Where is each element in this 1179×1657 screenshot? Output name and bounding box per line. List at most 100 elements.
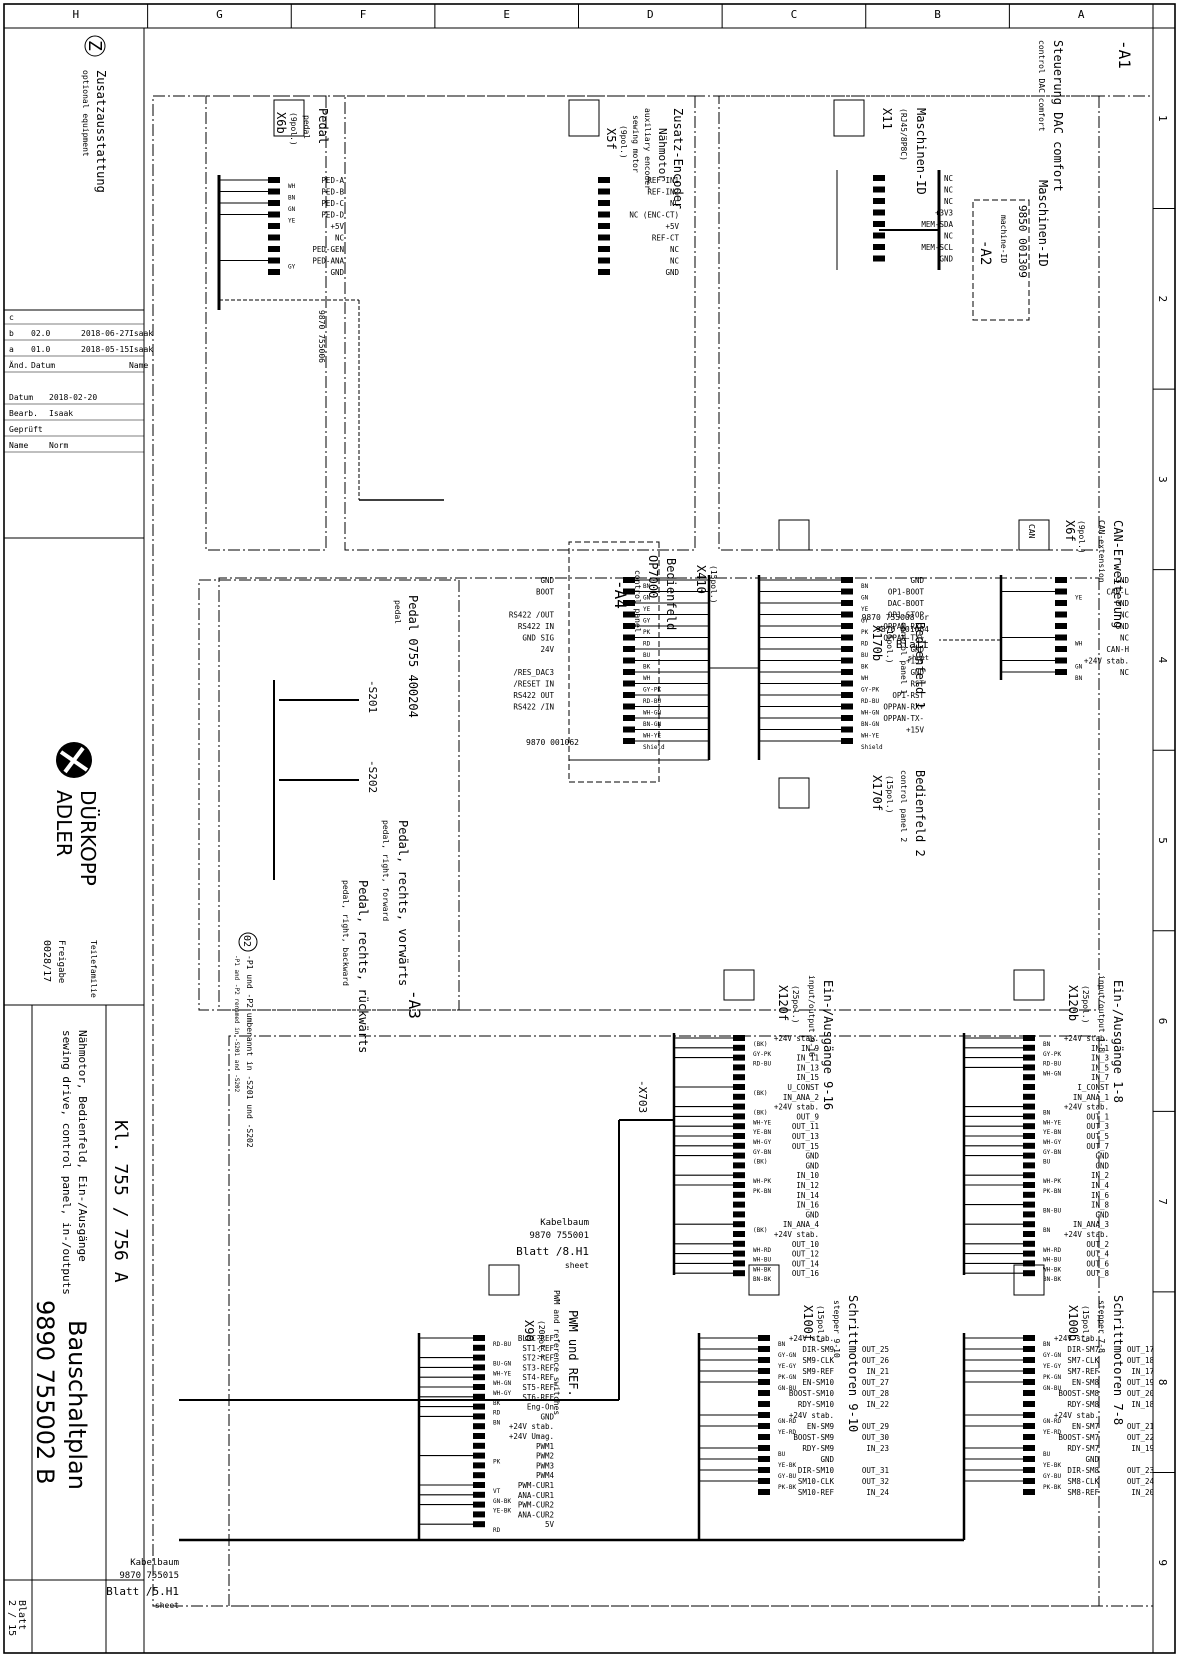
a4-signal: RS422 IN [518,622,554,631]
x120f-pin-number: 14 [735,1162,743,1169]
x120f-wire-color: WH-PK [753,1178,771,1185]
revision-cell: 01.0 [31,345,50,354]
x120b-wire-color: WH-BK [1043,1266,1061,1273]
zusatz-label-en: optional equipment [81,70,90,157]
x100b-symbol-icon [1013,1264,1045,1296]
revision-cell: 2018-05-15 [81,345,129,354]
revision-cell: Name [129,361,148,370]
x100b-signal: +24V stab. [1054,1411,1099,1420]
x6-signal: NC [335,234,344,243]
x120f-signal: IN_13 [796,1063,819,1072]
drawing-title: Bauschaltplan [63,1320,91,1490]
x120f-signal: U_CONST [787,1083,819,1092]
x90-wire-color: BU-GN [493,1361,511,1368]
x170b-signal: GND [910,668,924,677]
x100b-wire-color: YE-RD [1043,1429,1061,1436]
x6-wire-color: GN [288,206,296,213]
x120b-pin-number: 5 [1027,1074,1031,1081]
a4-signal: GND SIG [522,634,554,643]
x11-pin [873,255,885,262]
x170b-signal: OPPAN-RX- [883,622,924,631]
x90-pin-number: 2 [477,1345,481,1352]
x6_can-signal: CAN-L [1106,588,1129,597]
x11-name: Maschinen-ID [914,108,928,195]
x170b-wire-color: GN [861,595,869,602]
x120b-wire-color: BN [1043,1041,1051,1048]
x11-id: X11 [880,108,894,130]
x120b-pin-number: 6 [1027,1084,1031,1091]
x6-name: Pedal [316,108,330,144]
x703-blatt: Blatt /8.H1 [516,1245,589,1258]
x100f-output: IN_22 [866,1400,889,1409]
approval-label: Name [9,441,28,450]
x100b-signal: RDY-SM7 [1067,1444,1099,1453]
x6_can-signal: GND [1115,622,1129,631]
x100f-wire-color: BU [778,1451,786,1458]
x170b-signal: GND [910,645,924,654]
a4-signal: /RES_DAC3 [513,668,554,677]
x120f-en: input/output 9-16 [807,975,816,1057]
section-dividers [205,95,1100,1607]
x11-signal: NC [944,174,953,183]
x120b-pin-number: 19 [1025,1211,1033,1218]
x100b-wire-color: YE-BK [1043,1462,1061,1469]
x5-pin [598,211,610,218]
x5-pin-number: 1 [602,177,606,184]
a3-ref: -A3 [405,990,424,1019]
x120b-wire-color: BU [1043,1159,1051,1166]
x410-pin-number: 8 [627,658,631,665]
x120b-signal: I_CONST [1077,1083,1109,1092]
x703-kabelbaum: Kabelbaum [540,1218,589,1228]
a3-note-circle [238,932,258,952]
x6-wire-color: GY [288,264,296,271]
x6-pin [268,234,280,241]
x100b-pin [1023,1390,1035,1396]
class-line: Kl. 755 / 756 A [110,1120,131,1283]
x100b-pin [1023,1401,1035,1407]
x120f-wire-color: (BK) [753,1090,767,1097]
x120f-signal: OUT_10 [792,1240,820,1249]
x6-id: X6b [274,112,288,134]
x120b-wire-color: RD-BU [1043,1061,1061,1068]
x170b-panel-icon [778,519,810,551]
x6-pin-number: 6 [272,235,276,242]
x90-signal: 5V [545,1520,555,1529]
x120f-signal: IN_11 [796,1054,819,1063]
x100b-signal: RDY-SM8 [1067,1400,1099,1409]
x120f-signal: +24V stab. [774,1103,819,1112]
x6-can-sheet: sheet [908,654,929,662]
a4-signal: RS422 OUT [513,691,554,700]
column-marker: 8 [1156,1379,1169,1386]
x120b-signal: IN_8 [1091,1201,1110,1210]
x120b-signal: OUT_7 [1086,1142,1109,1151]
x90-pin [473,1344,485,1351]
x170b-signal: OP1-BOOT [888,588,925,597]
x90-wire-color: BK [493,1400,501,1407]
x410-pin [623,588,635,595]
x100b-signal: SM7-REF [1067,1367,1099,1376]
x90-wire-color: RD-BU [493,1341,511,1348]
x410-pin [623,715,635,721]
a3-note-en: -P1 and -P2 renamed in -S201 and -S202 [233,955,240,1093]
x100b-output: OUT_17 [1127,1345,1154,1354]
a4-title: Bedienfeld [664,558,678,630]
approval-value: Isaak [49,409,73,418]
x120b-signal: OUT_4 [1086,1250,1109,1259]
a4-signal: /RESET IN [513,680,554,689]
x120f-wire-color: WH-BU [753,1257,771,1264]
revision-cell: a [9,345,14,354]
x100b-type: (15pol.) [1081,1305,1090,1344]
x6-signal: GND [330,268,344,277]
x170b-signal: OPPAN-RX+ [883,703,924,712]
x410-pin-number: 3 [627,600,631,607]
x120b-signal: IN_6 [1091,1191,1110,1200]
x120f-pin [733,1162,745,1169]
x100f-wire-color: GY-GN [778,1352,796,1359]
x410-wire-color: GY-PK [643,687,661,694]
teilefamilie-label: Teilefamilie [89,940,98,998]
x11-signal: NC [944,232,953,241]
x6-can-id: X6f [1063,520,1077,542]
column-marker: 2 [1156,296,1169,303]
x120f-wire-color: WH-GY [753,1139,771,1146]
x120b-pin [1023,1191,1035,1198]
